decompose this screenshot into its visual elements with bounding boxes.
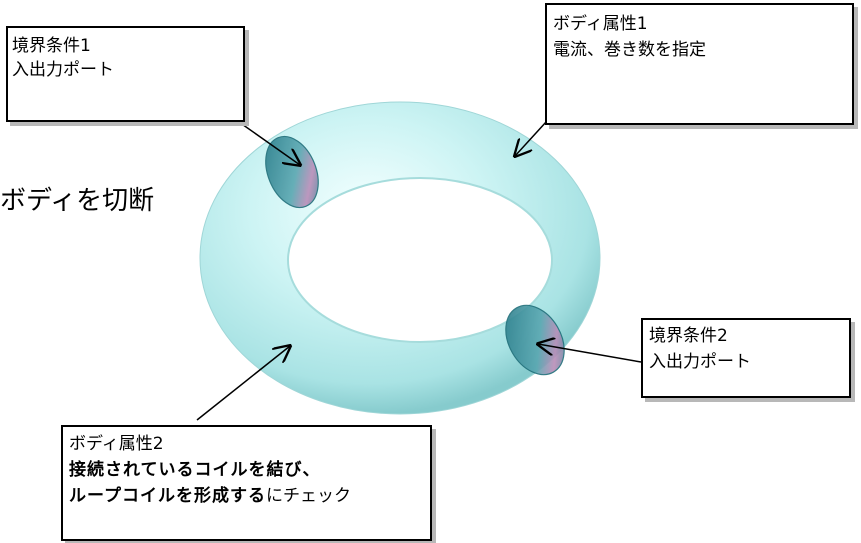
body-property-1-title: ボディ属性1 <box>553 14 648 34</box>
boundary-condition-1-title: 境界条件1 <box>12 36 91 56</box>
arrow-boundary-2 <box>538 344 642 363</box>
body-property-1-desc: 電流、巻き数を指定 <box>553 40 706 60</box>
cut-body-label: ボディを切断 <box>0 186 155 216</box>
arrow-body-2 <box>196 346 290 421</box>
boundary-condition-2-desc: 入出力ポート <box>649 352 751 372</box>
boundary-condition-1-desc: 入出力ポート <box>12 60 114 80</box>
body-property-2-title: ボディ属性2 <box>69 434 164 454</box>
boundary-condition-1-box: 境界条件1 入出力ポート <box>6 26 245 122</box>
body-property-2-option-line1: 接続されているコイルを結び、 <box>69 460 321 480</box>
boundary-condition-2-box: 境界条件2 入出力ポート <box>641 318 851 398</box>
body-property-2-option-line2: ループコイルを形成する <box>69 486 266 506</box>
body-property-1-box: ボディ属性1 電流、巻き数を指定 <box>545 3 854 125</box>
body-property-2-check-text: にチェック <box>265 486 351 506</box>
boundary-condition-2-title: 境界条件2 <box>649 326 728 346</box>
port-face-1 <box>265 135 319 209</box>
body-property-2-box: ボディ属性2 接続されているコイルを結び、 ループコイルを形成するにチェック <box>61 425 432 541</box>
